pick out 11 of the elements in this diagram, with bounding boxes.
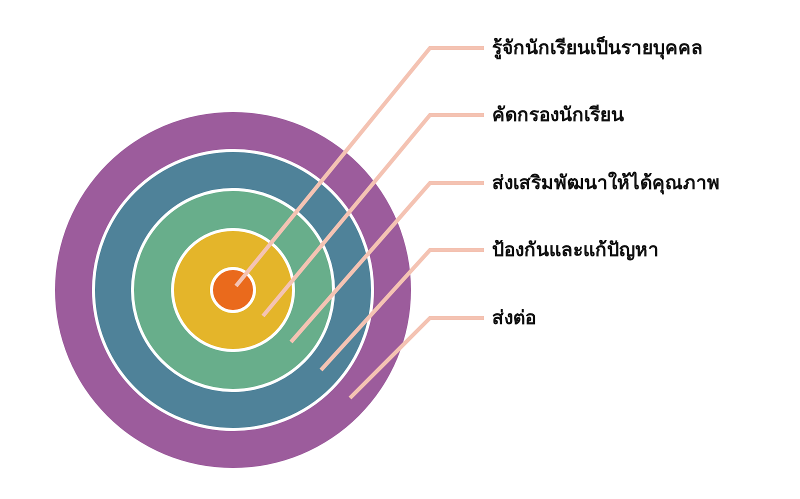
leader-line: [348, 316, 484, 400]
item-label: ส่งต่อ: [492, 305, 536, 331]
leader-line: [290, 181, 484, 344]
item-label: รู้จักนักเรียนเป็นรายบุคคล: [492, 35, 703, 61]
item-label: คัดกรองนักเรียน: [492, 102, 624, 128]
leader-line: [320, 248, 484, 372]
leader-line: [234, 46, 484, 288]
item-label: ส่งเสริมพัฒนาให้ได้คุณภาพ: [492, 170, 720, 196]
item-label: ป้องกันและแก้ปัญหา: [492, 237, 659, 263]
ring: [210, 267, 256, 313]
leader-line: [261, 113, 484, 318]
